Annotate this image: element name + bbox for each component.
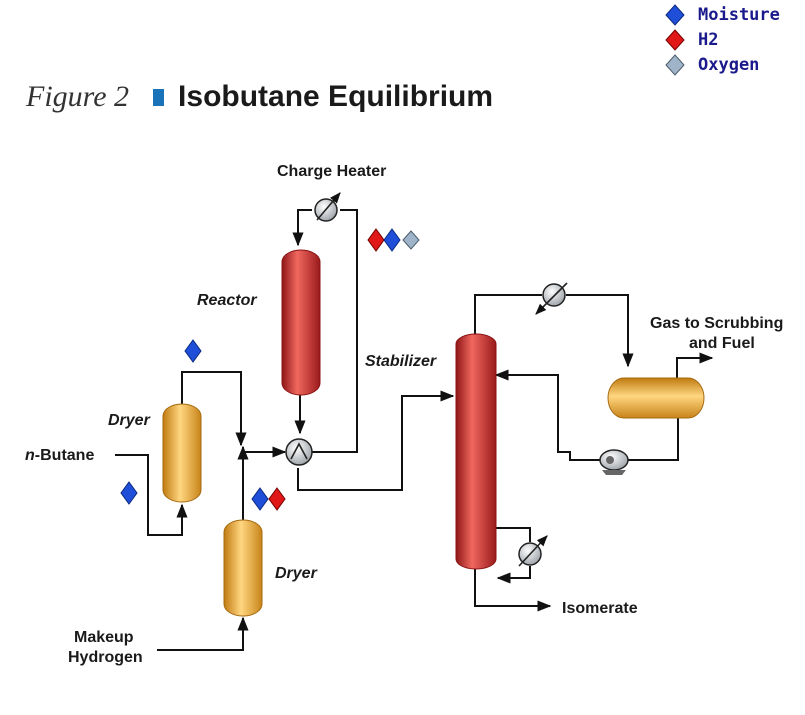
- moisture-diamond-icon: [251, 487, 269, 511]
- reactor-contaminant-markers: [367, 228, 420, 252]
- butane-text: -Butane: [35, 447, 95, 464]
- isomerate-line: [474, 568, 552, 612]
- reactor-label: Reactor: [197, 292, 257, 309]
- stabilizer-feed-line: [297, 390, 455, 491]
- title-square-icon: [153, 88, 165, 106]
- figure-title: Isobutane Equilibrium: [178, 80, 494, 113]
- charge-heater-icon: [314, 192, 341, 222]
- hydrogen-label: Hydrogen: [68, 649, 143, 666]
- legend-item-h2: H2: [665, 27, 780, 52]
- feed-effluent-exchanger-icon: [285, 438, 313, 466]
- dryer-vessel-bottom: [223, 519, 263, 617]
- oxygen-diamond-icon: [665, 53, 685, 76]
- overhead-to-drum-line: [566, 294, 634, 368]
- figure-label: Figure 2: [26, 80, 130, 113]
- overhead-line: [474, 294, 542, 335]
- n-butane-label: n-Butane: [25, 447, 94, 464]
- gas-outlet-line: [676, 352, 714, 378]
- charge-heater-label: Charge Heater: [277, 163, 386, 180]
- legend-label: H2: [698, 29, 719, 50]
- dryer-out-line: [181, 371, 247, 447]
- reboiler-inlet-line: [496, 527, 531, 542]
- pipes: [115, 209, 714, 651]
- reflux-drum: [607, 377, 705, 419]
- reactor-feed-line: [292, 209, 312, 247]
- figure-header: Figure 2 Isobutane Equilibrium: [26, 80, 493, 114]
- n-prefix: n: [25, 447, 35, 464]
- overhead-condenser-icon: [535, 282, 568, 315]
- stabilizer-label: Stabilizer: [365, 353, 437, 370]
- heater-feed-line: [312, 209, 358, 453]
- reboiler-icon: [518, 535, 548, 567]
- moisture-diamond-icon: [184, 339, 202, 363]
- dryer-label-bottom: Dryer: [275, 565, 318, 582]
- moisture-diamond-icon: [383, 228, 401, 252]
- h2-diamond-icon: [367, 228, 385, 252]
- dryer-vessel-top: [162, 403, 202, 503]
- makeup-label: Makeup: [74, 629, 134, 646]
- moisture-diamond-icon: [120, 481, 138, 505]
- reflux-line: [494, 369, 600, 461]
- drum-to-pump-line: [628, 418, 679, 461]
- gas-to-scrubbing-label-line2: and Fuel: [689, 335, 755, 352]
- legend-label: Oxygen: [698, 54, 760, 75]
- oxygen-diamond-icon: [402, 230, 420, 250]
- moisture-diamond-icon: [665, 3, 685, 26]
- stabilizer-column: [455, 333, 497, 570]
- reflux-pump-icon: [599, 449, 629, 475]
- hydrogen-contaminant-markers: [251, 487, 286, 511]
- gas-to-scrubbing-label: Gas to Scrubbing: [650, 315, 783, 332]
- isomerate-label: Isomerate: [562, 600, 638, 617]
- reboiler-return-line: [496, 566, 531, 584]
- dryer-label-top: Dryer: [108, 412, 151, 429]
- legend-label: Moisture: [698, 4, 780, 25]
- reactor-vessel: [281, 249, 321, 396]
- butane-feed-line: [115, 454, 188, 536]
- legend-item-moisture: Moisture: [665, 2, 780, 27]
- legend: Moisture H2 Oxygen: [665, 2, 780, 77]
- makeup-hydrogen-line: [157, 616, 249, 651]
- h2-diamond-icon: [268, 487, 286, 511]
- h2-diamond-icon: [665, 28, 685, 51]
- legend-item-oxygen: Oxygen: [665, 52, 780, 77]
